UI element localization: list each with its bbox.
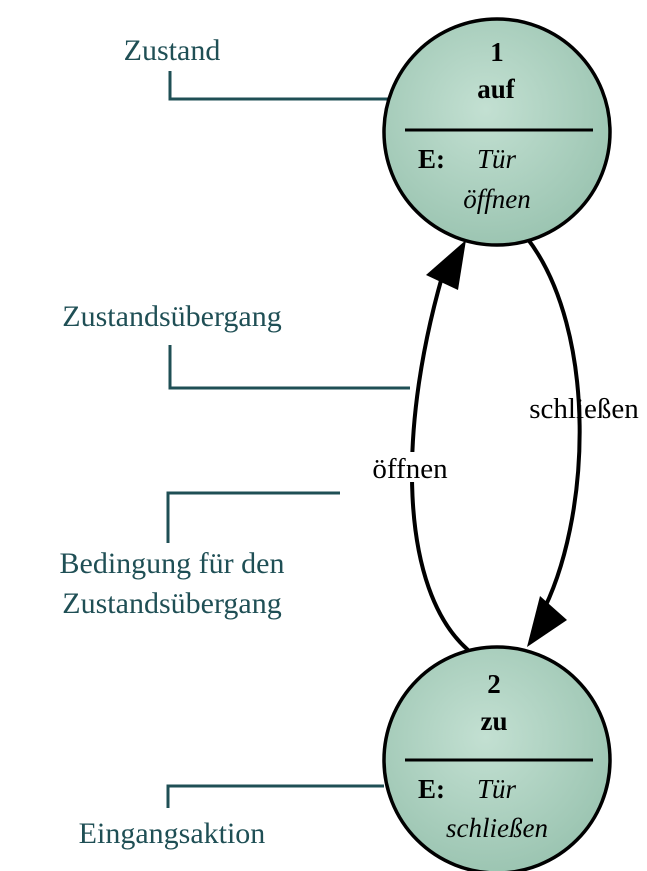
state-closed-entry-line2: schließen — [446, 813, 548, 843]
state-open-name: auf — [477, 74, 516, 104]
state-closed-name: zu — [481, 706, 508, 736]
state-closed-id: 2 — [487, 669, 501, 699]
state-closed-entry-prefix: E: — [418, 774, 445, 804]
state-closed: 2 zu E: Tür schließen — [382, 645, 612, 871]
transition-close-label: schließen — [529, 393, 639, 425]
state-closed-entry-line1: Tür — [477, 774, 517, 804]
transition-open-line — [410, 259, 470, 652]
state-open: 1 auf E: Tür öffnen — [382, 17, 612, 247]
state-open-entry-line1: Tür — [477, 144, 517, 174]
annotation-condition-line1: Bedingung für den — [60, 547, 285, 580]
leader-condition — [166, 491, 340, 543]
state-open-entry-line2: öffnen — [463, 184, 531, 214]
arrowhead-open — [426, 240, 466, 290]
open-label-backing — [368, 452, 452, 482]
transition-open-label: öffnen — [372, 453, 448, 485]
annotation-condition-line2: Zustandsübergang — [62, 587, 281, 620]
arrowhead-close — [527, 596, 567, 647]
state-open-entry-prefix: E: — [418, 144, 445, 174]
leader-transition — [168, 345, 410, 390]
state-open-id: 1 — [490, 37, 504, 67]
annotation-entry-action: Eingangsaktion — [79, 817, 266, 850]
annotation-state: Zustand — [124, 34, 221, 67]
state-open-circle — [382, 17, 612, 247]
transition-close-line — [525, 236, 582, 618]
leader-entry-action — [166, 784, 384, 808]
annotation-transition: Zustandsübergang — [62, 300, 281, 333]
leader-state — [168, 71, 388, 101]
